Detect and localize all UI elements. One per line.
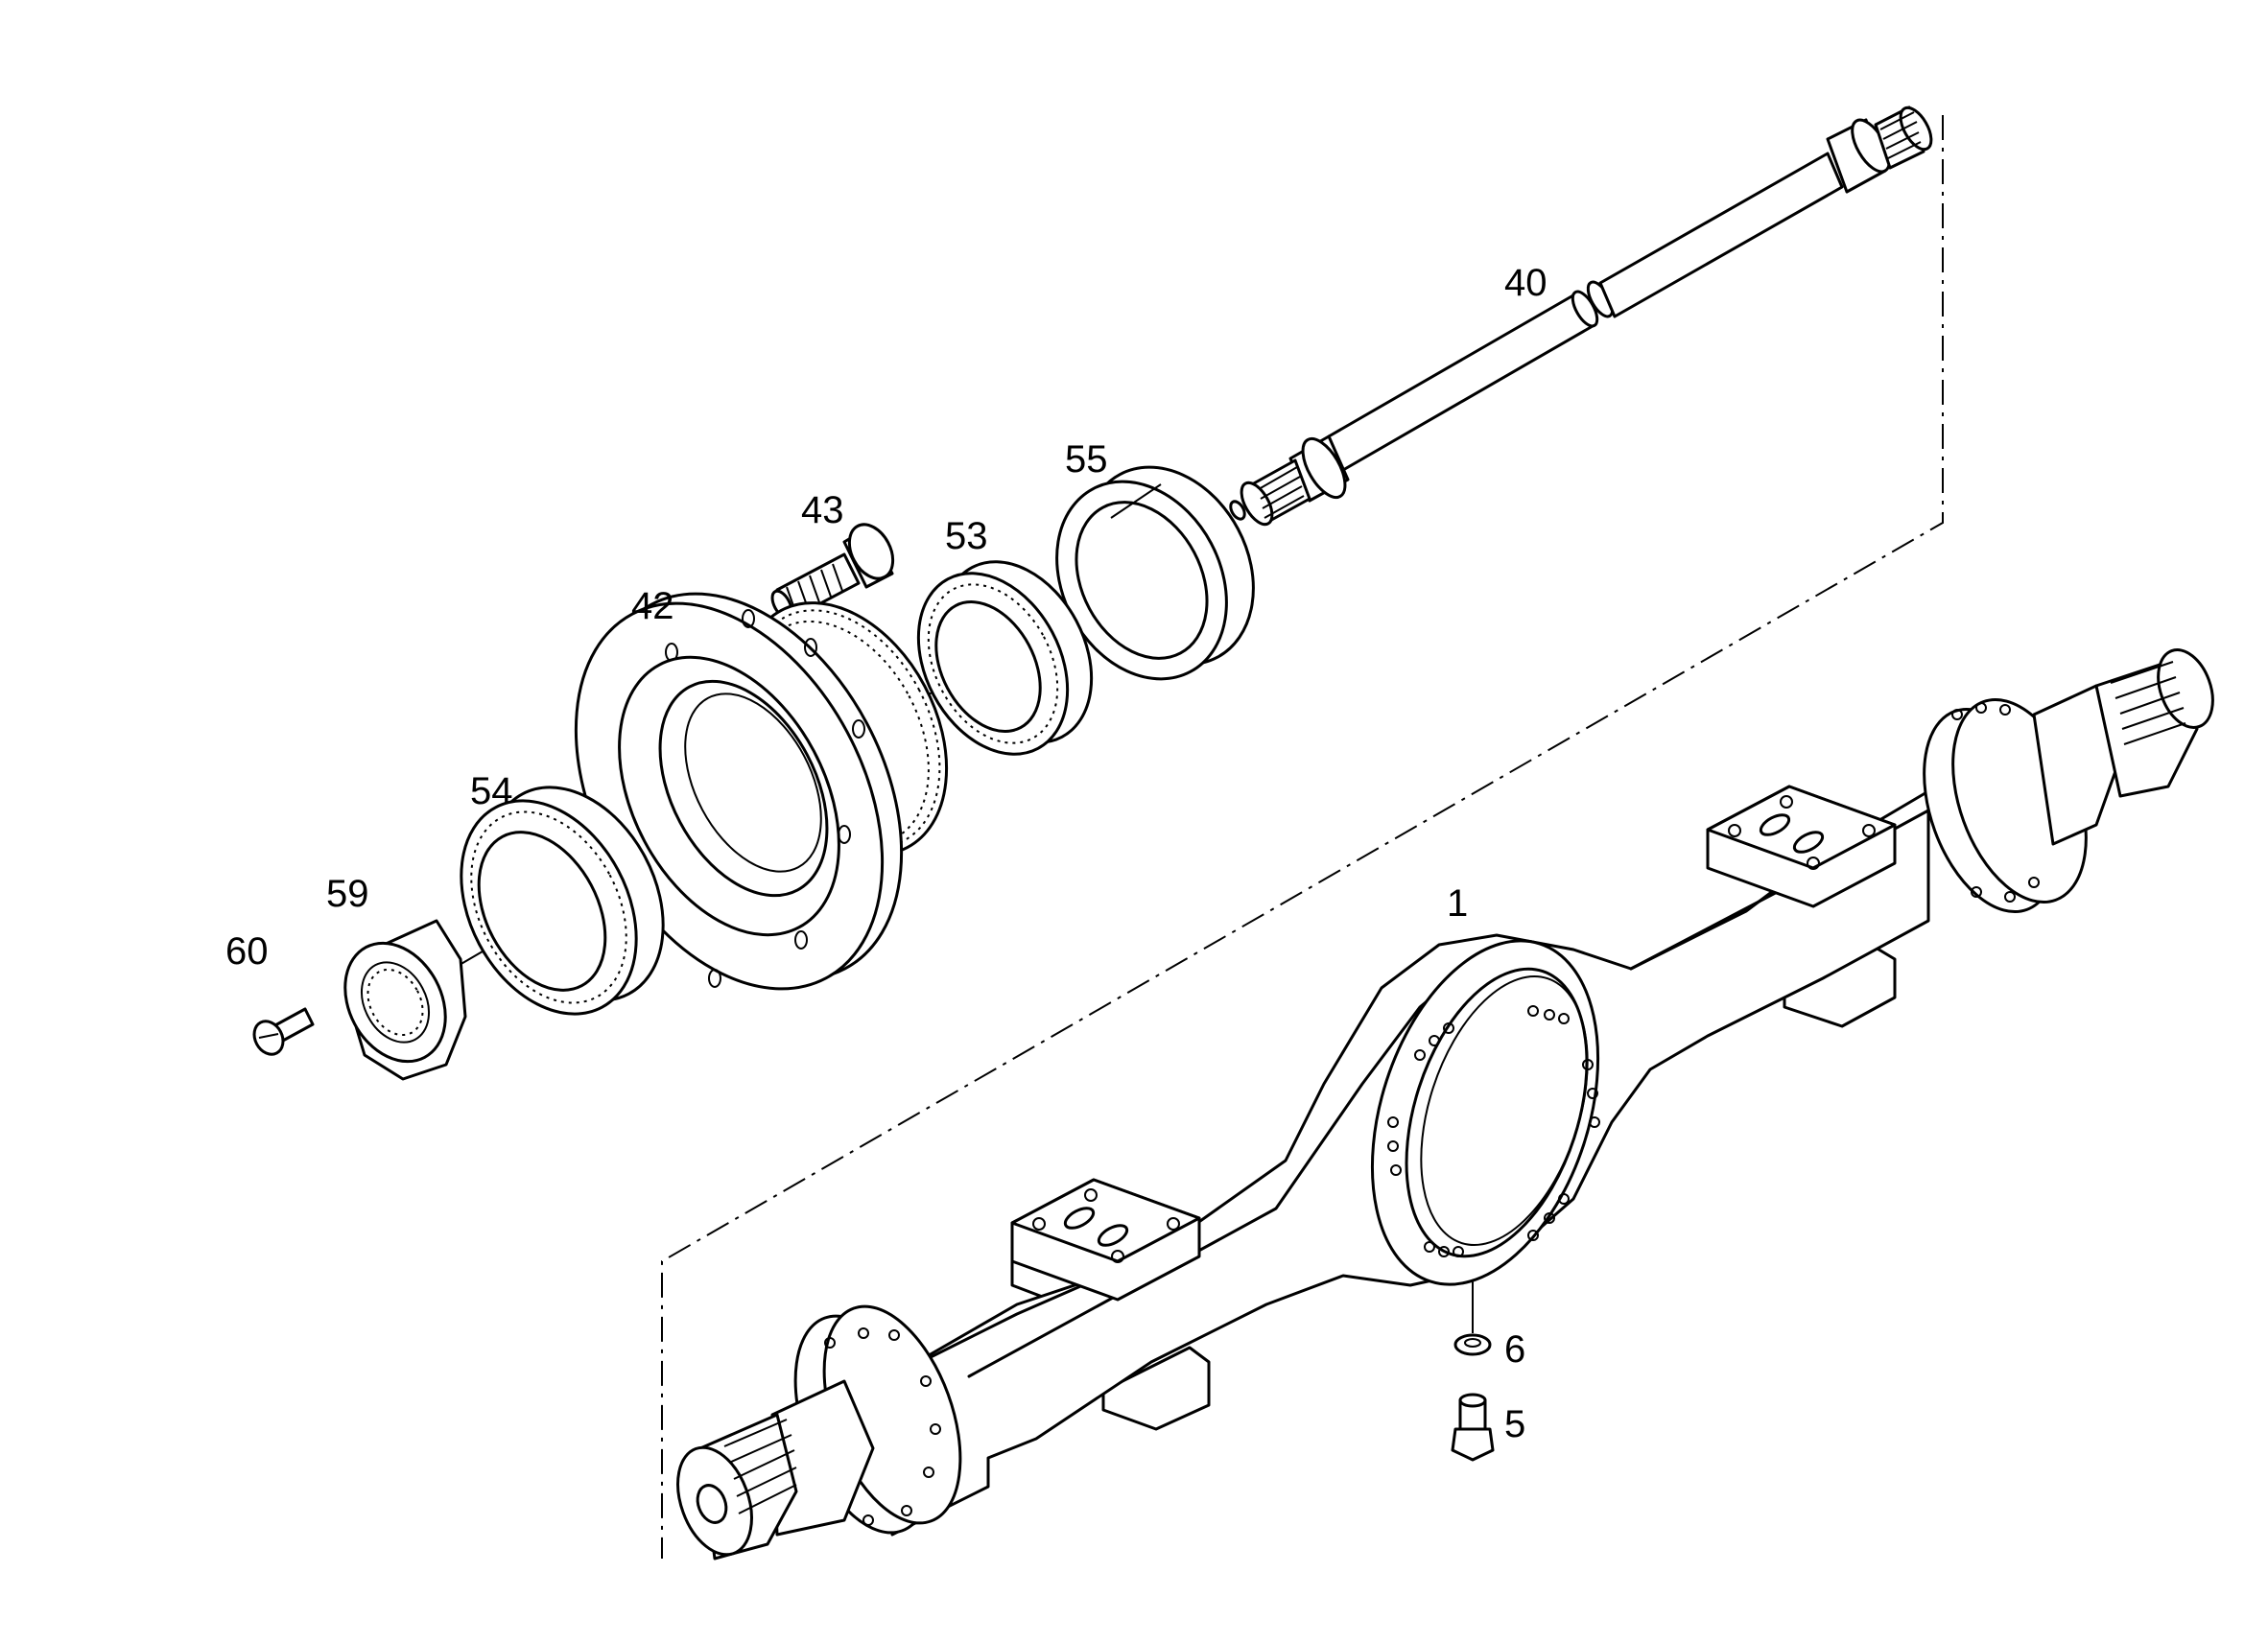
callout-1: 1 [1447,882,1468,925]
callout-55: 55 [1065,438,1108,481]
part-1-axle-housing [676,648,2214,1561]
part-42-wheel-hub [574,592,949,991]
part-60-screw [252,1007,315,1056]
part-6-washer [1453,1280,1492,1356]
part-5-plug [1451,1393,1495,1462]
part-40-axle-shaft [1229,106,1933,527]
callout-43: 43 [801,489,844,531]
callout-60: 60 [225,930,269,973]
callout-42: 42 [631,585,674,627]
callout-53: 53 [945,515,988,557]
part-55-ring [1055,465,1255,681]
callout-6: 6 [1504,1328,1525,1371]
part-53-bearing [916,560,1094,756]
callout-5: 5 [1504,1403,1525,1445]
callout-59: 59 [326,873,369,915]
assembly-boundary [661,115,1944,1559]
callout-40: 40 [1504,262,1547,304]
part-59-slotted-nut [343,919,467,1081]
part-54-bearing [460,786,665,1016]
callout-54: 54 [470,770,513,812]
